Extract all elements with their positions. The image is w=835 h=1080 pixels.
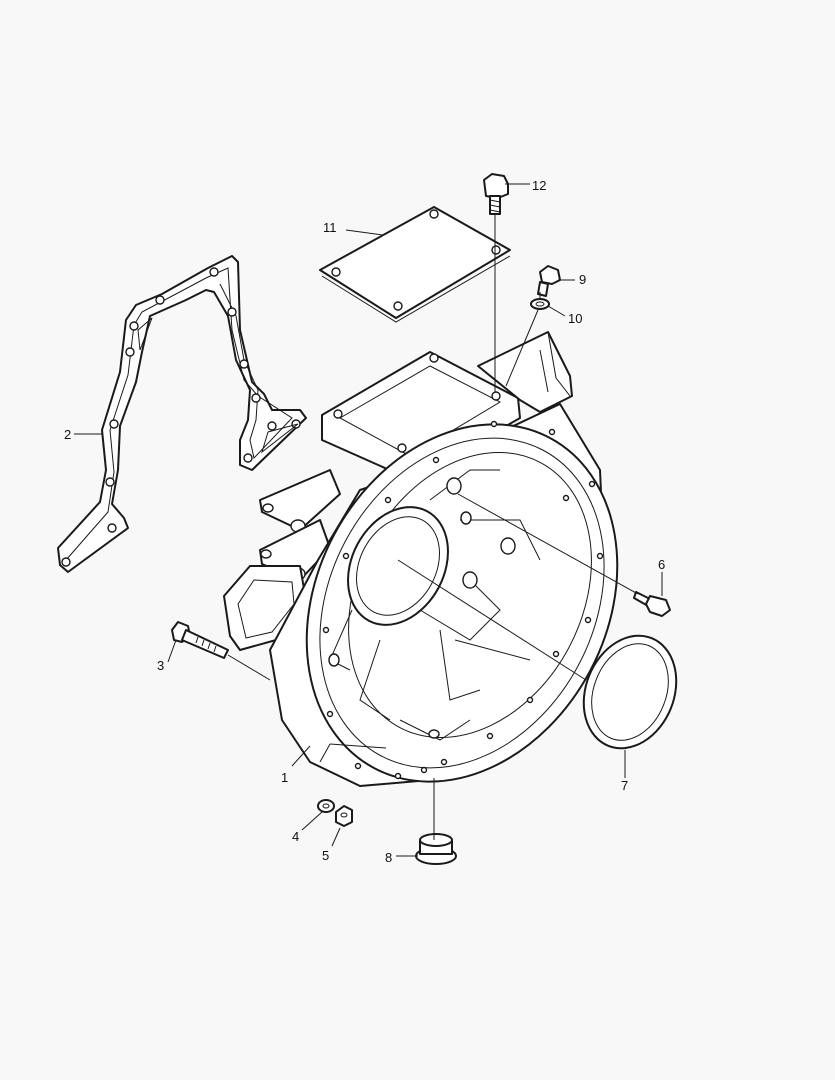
callout-9: 9 bbox=[579, 272, 586, 287]
part-3-bolt bbox=[171, 621, 229, 659]
part-7-seal-ring bbox=[582, 634, 678, 750]
callout-7: 7 bbox=[621, 778, 628, 793]
gasket-hole bbox=[209, 267, 219, 277]
callout-3: 3 bbox=[157, 658, 164, 673]
gasket-hole bbox=[125, 347, 135, 357]
callout-6: 6 bbox=[658, 557, 665, 572]
callout-12: 12 bbox=[532, 178, 546, 193]
part-9-screw bbox=[537, 265, 561, 297]
part-10-washer bbox=[530, 298, 550, 310]
gasket-hole bbox=[155, 295, 165, 305]
gasket-hole bbox=[105, 477, 115, 487]
part-8-plug bbox=[415, 833, 457, 865]
gasket-hole bbox=[61, 557, 71, 567]
callout-5: 5 bbox=[322, 848, 329, 863]
gasket-hole bbox=[267, 421, 277, 431]
gasket-hole bbox=[107, 523, 117, 533]
gasket-hole bbox=[251, 393, 261, 403]
part-6-screw bbox=[633, 591, 671, 617]
callout-10: 10 bbox=[568, 311, 582, 326]
part-4-washer bbox=[317, 799, 335, 813]
part-1-flywheel-housing bbox=[223, 331, 619, 787]
gasket-hole bbox=[243, 453, 253, 463]
callout-4: 4 bbox=[292, 829, 299, 844]
gasket-hole bbox=[291, 419, 301, 429]
gasket-hole bbox=[227, 307, 237, 317]
callout-labels: 1 2 3 4 5 6 7 8 9 10 11 12 bbox=[64, 178, 665, 865]
gasket-hole bbox=[109, 419, 119, 429]
callout-8: 8 bbox=[385, 850, 392, 865]
callout-11: 11 bbox=[323, 220, 337, 235]
part-12-bolt bbox=[483, 173, 509, 215]
gasket-hole bbox=[239, 359, 249, 369]
part-11-cover-plate bbox=[319, 206, 511, 323]
part-5-nut bbox=[335, 805, 353, 827]
gasket-hole bbox=[129, 321, 139, 331]
callout-2: 2 bbox=[64, 427, 71, 442]
callout-1: 1 bbox=[281, 770, 288, 785]
part-2-gasket bbox=[57, 255, 307, 573]
leader-lines bbox=[74, 183, 663, 857]
